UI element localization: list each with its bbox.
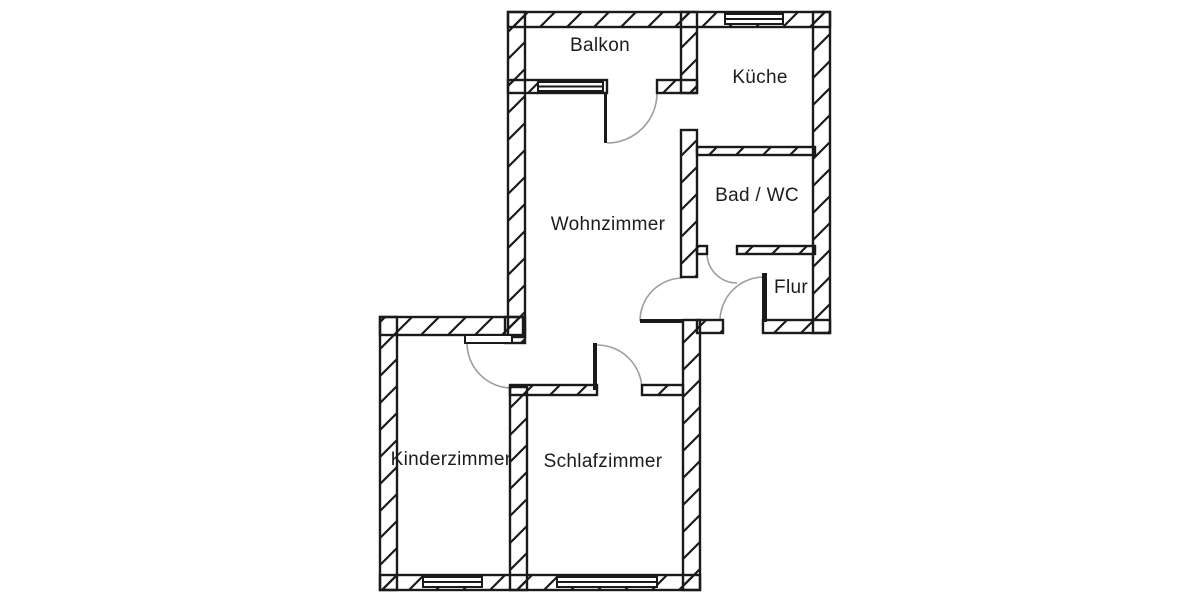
wall-bedroom-top-left [508, 383, 599, 397]
wall-rooms-divider [508, 385, 529, 592]
wall-lower-top [378, 315, 525, 337]
room-label-balkon: Balkon [570, 35, 630, 56]
wall-bath-jamb [695, 244, 709, 256]
room-label-flur: Flur [774, 277, 808, 298]
entrance-door-leaf [762, 273, 767, 322]
door-arcs [466, 92, 765, 391]
wall-kitchen-bath [695, 145, 817, 157]
wall-right-upper [811, 10, 832, 335]
door-leaves [464, 93, 767, 390]
livingroom-door-leaf [640, 319, 683, 323]
room-label-kueche: Küche [732, 67, 788, 88]
room-label-schlafzimmer: Schlafzimmer [543, 451, 663, 472]
wall-right-lower [681, 318, 702, 592]
room-label-bad-wc: Bad / WC [715, 185, 799, 206]
bedroom-door-leaf [593, 343, 597, 390]
walls [378, 10, 832, 592]
bathroom-door-arc [706, 252, 738, 284]
room-label-wohnzimmer: Wohnzimmer [550, 214, 666, 235]
room-label-kinderzimmer: Kinderzimmer [390, 449, 512, 470]
wall-bottom-flur [761, 318, 832, 335]
kidsroom-door-arc [466, 342, 513, 389]
wall-left-upper [506, 10, 527, 339]
wall-balcony-jamb [655, 78, 699, 95]
balcony-door-leaf [604, 93, 607, 143]
wall-bath-left [679, 128, 699, 279]
entrance-door-arc [719, 276, 765, 322]
balcony-door-arc [606, 92, 658, 144]
kidsroom-door-leaf [464, 334, 513, 344]
bedroom-door-arc [596, 344, 643, 391]
windows [422, 13, 784, 588]
wall-bath-bottom [735, 244, 817, 256]
livingroom-door-arc [639, 277, 684, 322]
wall-bedroom-top-right [640, 383, 685, 397]
